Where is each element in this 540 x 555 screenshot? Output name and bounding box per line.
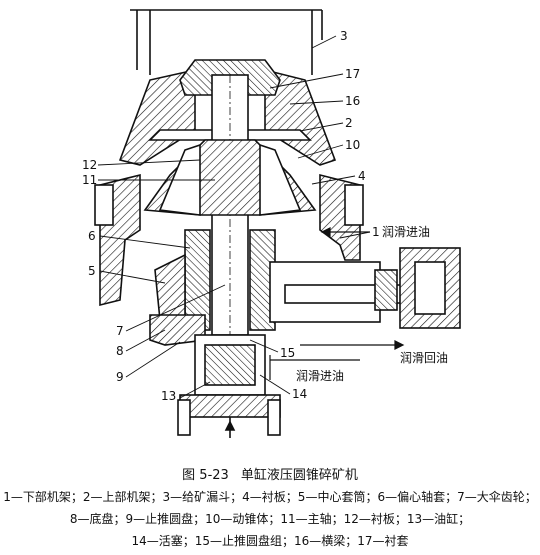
label-14: 14 (292, 387, 307, 401)
figure-number: 图 5-23 (182, 468, 229, 483)
oil-lines (269, 227, 405, 380)
figure-caption: 图 5-23 单缸液压圆锥碎矿机 (0, 464, 540, 483)
lube-return-label: 润滑回油 (400, 351, 448, 365)
upper-frame (118, 59, 337, 166)
label-4: 4 (358, 169, 366, 183)
label-13: 13 (161, 389, 176, 403)
label-8: 8 (116, 344, 124, 358)
legend-line-2: 8—底盘；9—止推圆盘；10—动锥体；11—主轴；12—衬板；13—油缸； (69, 512, 471, 526)
crusher-diagram: 3 17 16 2 10 4 1 12 11 6 5 7 8 9 13 14 1… (82, 9, 461, 438)
drive-shaft-housing (269, 247, 461, 329)
label-9: 9 (116, 370, 124, 384)
label-10: 10 (345, 138, 360, 152)
label-1: 1 (372, 225, 380, 239)
legend-line-3: 14—活塞；15—止推圆盘组；16—横梁；17—衬套 (131, 534, 409, 548)
label-2: 2 (345, 116, 353, 130)
label-17: 17 (345, 67, 360, 81)
label-16: 16 (345, 94, 360, 108)
label-15: 15 (280, 346, 295, 360)
leader-lines (97, 35, 371, 399)
label-6: 6 (88, 229, 96, 243)
lube-in-top-label: 润滑进油 (382, 225, 430, 239)
lube-in-bottom-label: 润滑进油 (296, 369, 344, 383)
figure-title: 单缸液压圆锥碎矿机 (240, 468, 358, 483)
label-12: 12 (82, 158, 97, 172)
label-7: 7 (116, 324, 124, 338)
label-5: 5 (88, 264, 96, 278)
feed-hopper (130, 9, 323, 75)
legend-line-1: 1—下部机架；2—上部机架；3—给矿漏斗；4—衬板；5—中心套筒；6—偏心轴套；… (3, 490, 537, 504)
base-and-cylinder (149, 314, 281, 438)
moving-cone (143, 139, 317, 216)
label-3: 3 (340, 29, 348, 43)
label-11: 11 (82, 173, 97, 187)
